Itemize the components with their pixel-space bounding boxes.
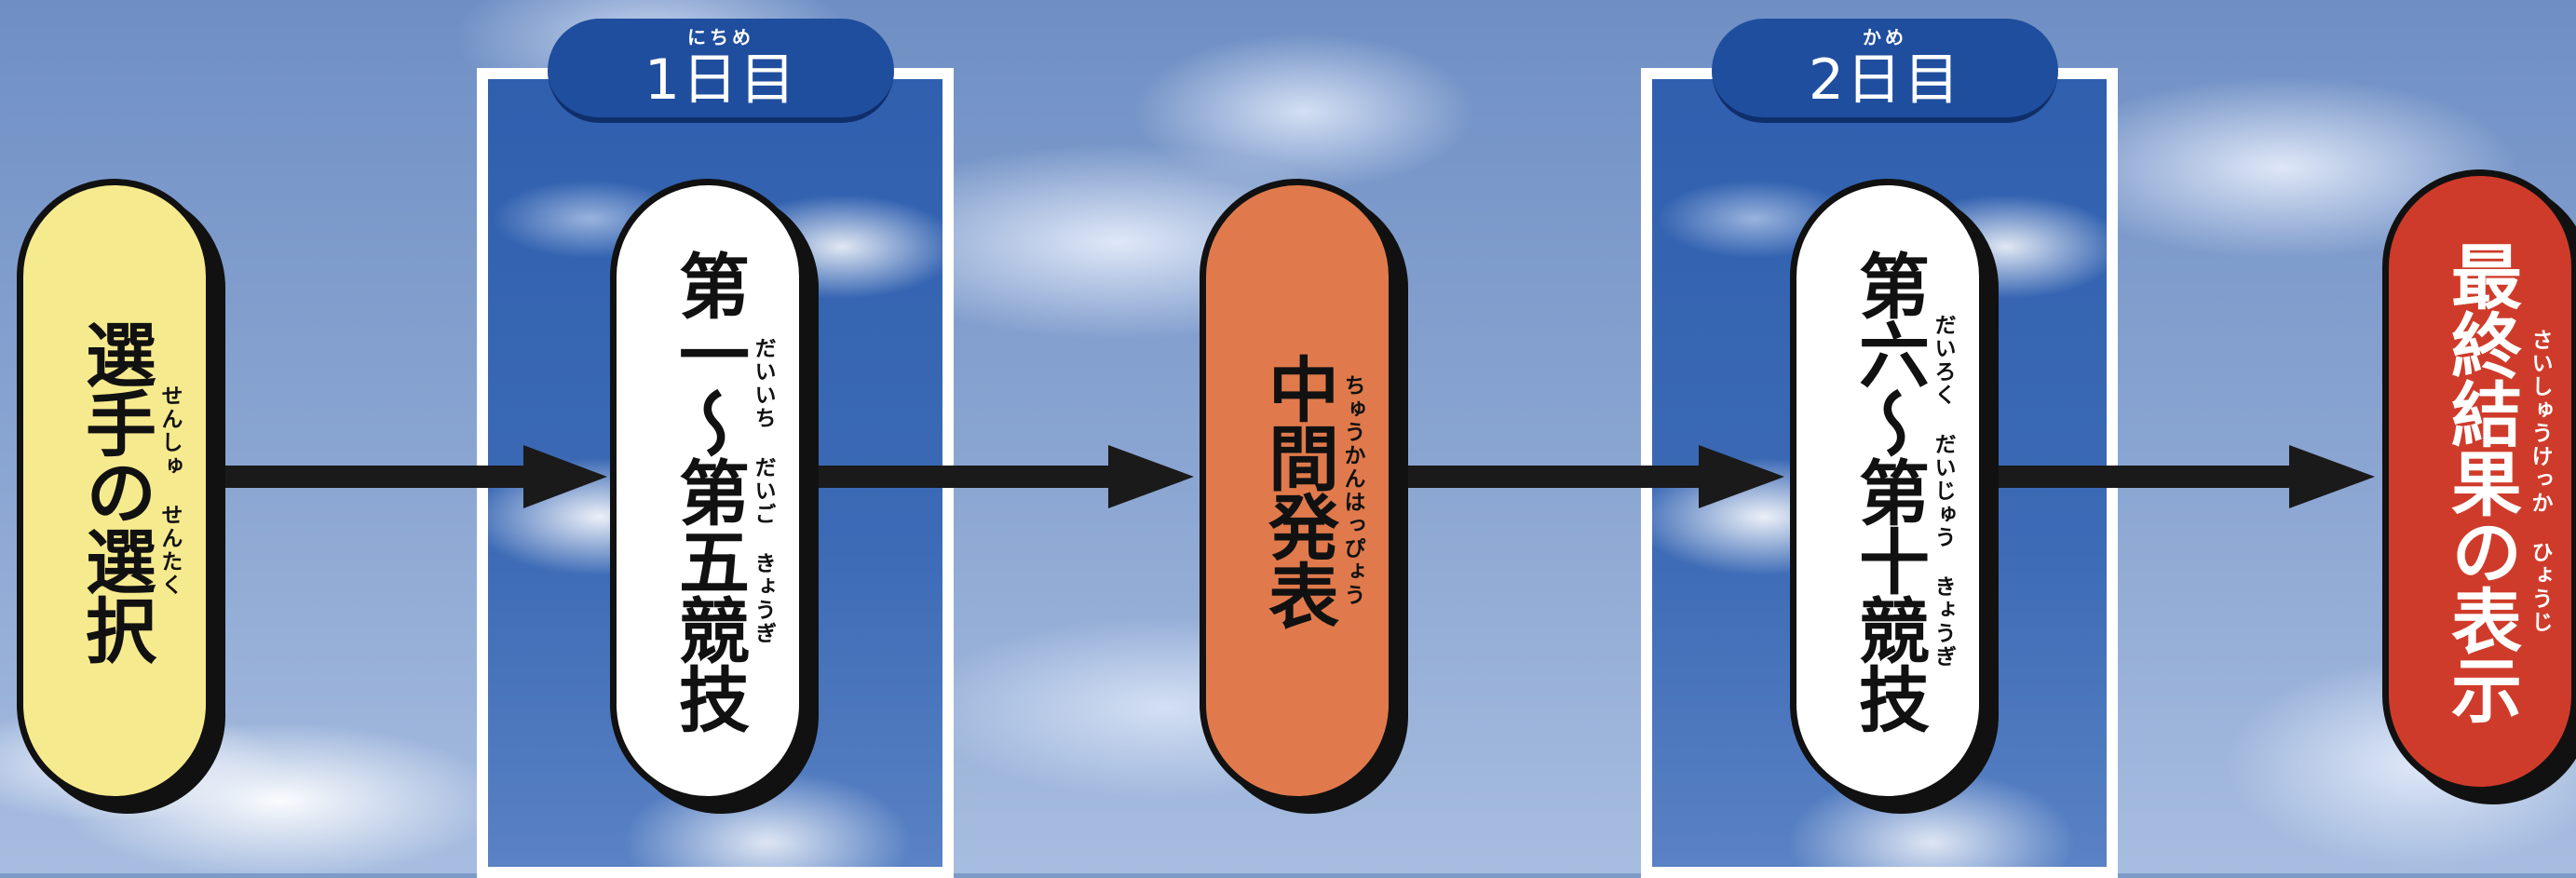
day2-badge: かめ 2日目: [1712, 19, 2058, 123]
day1-ruby: にちめ: [687, 26, 754, 48]
day2-ruby: かめ: [1863, 26, 1907, 48]
step-final-results-ruby: さいしゅうけっか ひょうじ: [2528, 329, 2552, 634]
day1-label: 1日目: [644, 47, 798, 113]
step-player-selection: 選手の選択 せんしゅ せんたく: [17, 179, 212, 803]
day2-label: 2日目: [1808, 47, 1962, 113]
arrow-3: [1399, 445, 1784, 508]
step-final-results: 最終結果の表示 さいしゅうけっか ひょうじ: [2382, 169, 2576, 793]
step-interim-results-label: 中間発表: [1256, 353, 1339, 628]
step-player-selection-label: 選手の選択: [74, 318, 156, 663]
step-events-1-5: 第一〜第五競技 だいいち だいご きょうぎ: [610, 179, 806, 803]
step-events-1-5-ruby: だいいち だいご きょうぎ: [751, 336, 775, 645]
step-events-6-10-ruby: だいろく だいじゅう きょうぎ: [1931, 313, 1955, 669]
step-final-results-label: 最終結果の表示: [2439, 240, 2522, 723]
arrow-1: [216, 445, 607, 508]
day1-badge: にちめ 1日目: [548, 19, 894, 123]
step-interim-results-ruby: ちゅうかんはっぴょう: [1340, 374, 1364, 607]
step-events-6-10-label: 第六〜第十競技: [1847, 250, 1930, 732]
step-player-selection-ruby: せんしゅ せんたく: [157, 385, 182, 597]
arrow-4: [1989, 445, 2375, 508]
arrow-2: [808, 445, 1194, 508]
step-events-6-10: 第六〜第十競技 だいろく だいじゅう きょうぎ: [1790, 179, 1986, 803]
step-interim-results: 中間発表 ちゅうかんはっぴょう: [1200, 179, 1395, 803]
step-events-1-5-label: 第一〜第五競技: [667, 250, 750, 732]
